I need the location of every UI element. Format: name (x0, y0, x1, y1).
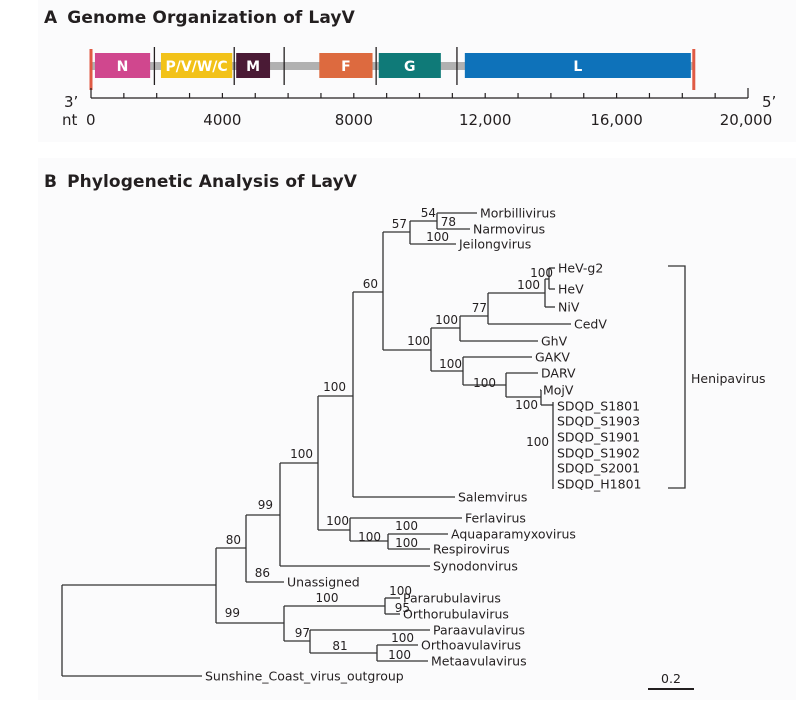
gene-box-f (319, 53, 373, 78)
bootstrap-value: 57 (392, 217, 407, 231)
bootstrap-value: 86 (255, 566, 270, 580)
gene-box-pvwc (160, 53, 233, 78)
bootstrap-value: 100 (323, 380, 346, 394)
bootstrap-value: 54 (421, 206, 436, 220)
leaf-label-h1801: SDQD_H1801 (557, 477, 642, 492)
bootstrap-value: 100 (426, 230, 449, 244)
leaf-label-salem: Salemvirus (458, 490, 527, 505)
gene-label: F (341, 59, 351, 75)
leaf-label-mojv: MojV (543, 383, 574, 398)
bootstrap-value: 100 (388, 648, 411, 662)
leaf-label-cedv: CedV (574, 317, 607, 332)
bootstrap-value: 81 (332, 639, 347, 653)
bootstrap-value: 100 (395, 536, 418, 550)
scale-bar-label: 0.2 (661, 671, 681, 686)
axis-tick-label: 8000 (335, 111, 373, 129)
leaf-label-ghv: GhV (541, 334, 568, 349)
bootstrap-value: 100 (326, 514, 349, 528)
bootstrap-value: 100 (435, 313, 458, 327)
bootstrap-value: 100 (530, 266, 553, 280)
bootstrap-value: 100 (395, 519, 418, 533)
leaf-label-sunsh: Sunshine_Coast_virus_outgroup (205, 669, 404, 684)
leaf-label-aqua: Aquaparamyxovirus (451, 527, 576, 542)
bootstrap-value: 77 (472, 301, 487, 315)
bootstrap-value: 100 (391, 631, 414, 645)
leaf-label-narm: Narmovirus (473, 222, 545, 237)
bootstrap-value: 78 (441, 215, 456, 229)
panel-b-letter: B (44, 172, 58, 192)
axis-tick-label: 16,000 (590, 111, 643, 129)
panel-a-title: A Genome Organization of LayV (44, 8, 355, 28)
bootstrap-value: 100 (517, 278, 540, 292)
leaf-label-unas: Unassigned (287, 575, 360, 590)
five-prime-label: 5’ (762, 93, 776, 111)
leaf-label-parru: Pararubulavirus (403, 591, 501, 606)
leaf-label-s1903: SDQD_S1903 (557, 414, 640, 429)
leaf-label-ortru: Orthorubulavirus (403, 607, 509, 622)
leaf-label-orthoav: Orthoavulavirus (421, 638, 521, 653)
genome-map: N P/V/W/C M F G L 0 4000 8000 12,000 16,000 20,000 n… (62, 47, 776, 129)
bootstrap-value: 100 (358, 530, 381, 544)
bootstrap-value: 100 (407, 334, 430, 348)
clade-label-henipavirus: Henipavirus (691, 371, 766, 386)
leaf-label-gakv: GAKV (535, 350, 570, 365)
bootstrap-value: 100 (515, 398, 538, 412)
leaf-label-morb: Morbillivirus (480, 206, 556, 221)
leaf-label-resp: Respirovirus (433, 542, 510, 557)
leaf-label-s1902: SDQD_S1902 (557, 446, 640, 461)
gene-label: N (117, 59, 129, 75)
bootstrap-value: 100 (290, 447, 313, 461)
bootstrap-value: 100 (316, 591, 339, 605)
panel-b-background (38, 158, 796, 700)
bootstrap-value: 60 (363, 277, 378, 291)
gene-box-n (94, 53, 151, 78)
leaf-label-s1901: SDQD_S1901 (557, 430, 640, 445)
axis-tick-label: 4000 (203, 111, 241, 129)
axis-tick-label: 20,000 (720, 111, 773, 129)
leaf-label-niv: NiV (558, 300, 580, 315)
bootstrap-value: 100 (473, 376, 496, 390)
panel-b-title-text: Phylogenetic Analysis of LayV (67, 172, 358, 192)
bootstrap-value: 80 (226, 533, 241, 547)
henipavirus-bracket (668, 265, 686, 489)
bootstrap-value: 95 (395, 601, 410, 615)
nt-axis-prefix: nt (62, 111, 78, 129)
gene-label: G (404, 59, 416, 75)
bootstrap-value: 97 (295, 626, 310, 640)
leaf-label-paraav: Paraavulavirus (433, 623, 525, 638)
leaf-label-syno: Synodonvirus (433, 559, 518, 574)
gene-box-l (464, 53, 691, 78)
leaf-label-s2001: SDQD_S2001 (557, 461, 640, 476)
leaf-label-jeil: Jeilongvirus (458, 237, 531, 252)
leaf-label-s1801: SDQD_S1801 (557, 399, 640, 414)
bootstrap-value: 100 (389, 584, 412, 598)
leaf-label-hevg2: HeV-g2 (558, 261, 603, 276)
leaf-label-darv: DARV (541, 366, 576, 381)
bootstrap-value: 100 (526, 435, 549, 449)
bootstrap-value: 99 (258, 498, 273, 512)
leaf-label-metaav: Metaavulavirus (431, 654, 527, 669)
gene-label: M (246, 59, 260, 75)
gene-label: P/V/W/C (166, 59, 228, 75)
panel-b-title: B Phylogenetic Analysis of LayV (44, 172, 357, 192)
leaf-label-hev: HeV (558, 282, 584, 297)
gene-box-g (378, 53, 441, 78)
three-prime-label: 3’ (64, 93, 78, 111)
panel-a-title-text: Genome Organization of LayV (67, 8, 355, 28)
gene-label: L (573, 59, 582, 75)
gene-box-m (236, 53, 271, 78)
axis-tick-label: 12,000 (459, 111, 512, 129)
axis-tick-label: 0 (86, 111, 96, 129)
bootstrap-value: 99 (225, 606, 240, 620)
bootstrap-value: 100 (439, 357, 462, 371)
leaf-label-ferla: Ferlavirus (465, 511, 526, 526)
panel-a-letter: A (44, 8, 58, 28)
